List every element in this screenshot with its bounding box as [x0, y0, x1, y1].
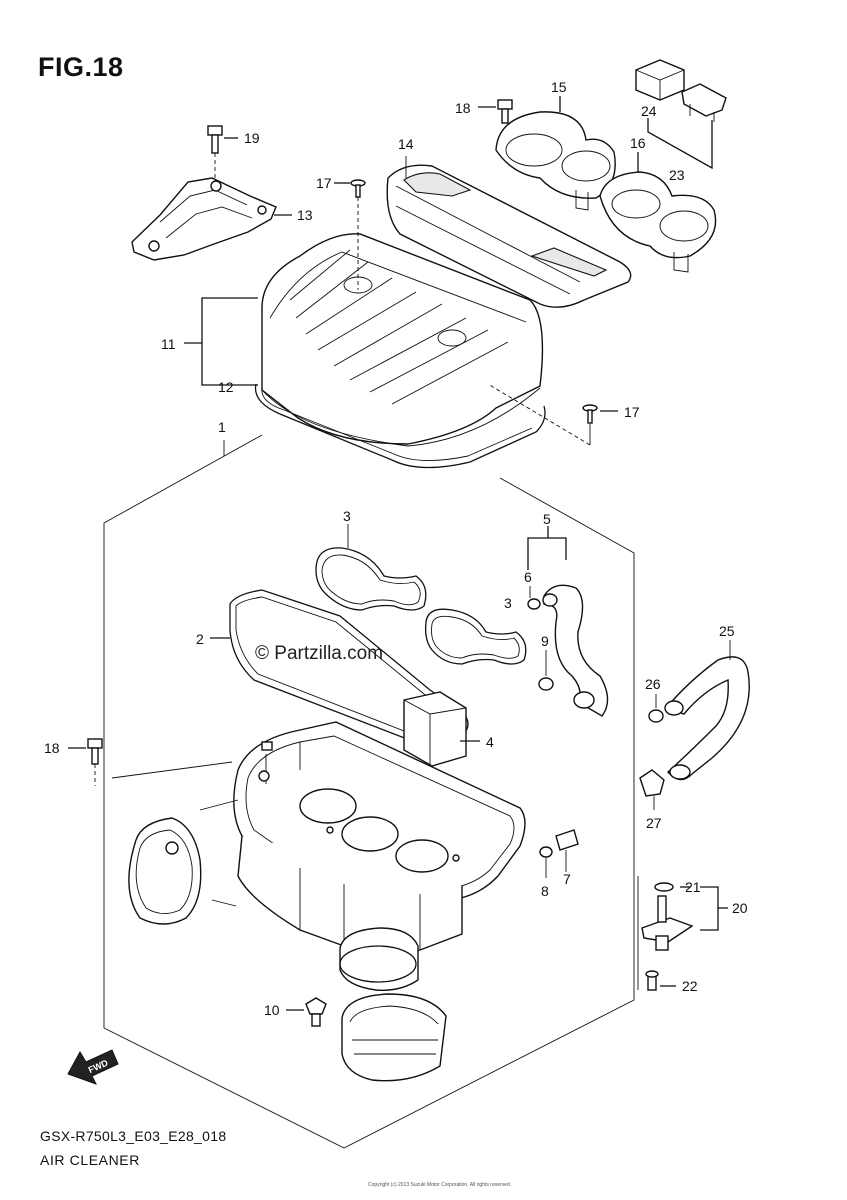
callout-3-left: 3 [343, 508, 351, 524]
lower-duct [339, 927, 447, 1082]
callout-5: 5 [543, 511, 551, 527]
fwd-arrow-icon: FWD [67, 1049, 119, 1085]
callout-14: 14 [398, 136, 414, 152]
callout-27: 27 [646, 815, 662, 831]
screw-17-lower [487, 383, 618, 446]
funnel-15 [495, 96, 616, 211]
callout-22: 22 [682, 978, 698, 994]
copyright-footer: Copyright (c) 2013 Suzuki Motor Corporat… [368, 1182, 512, 1188]
bracket-13 [131, 177, 292, 261]
callout-26: 26 [645, 676, 661, 692]
callout-16: 16 [630, 135, 646, 151]
callout-15: 15 [551, 79, 567, 95]
hose-5 [542, 584, 609, 717]
hose-7 [555, 829, 579, 872]
intake-funnel-left [111, 761, 239, 925]
seal-3-left [315, 524, 427, 611]
callout-13: 13 [297, 207, 313, 223]
callout-10: 10 [264, 1002, 280, 1018]
seal-3-right [424, 608, 527, 665]
callout-19: 19 [244, 130, 260, 146]
clamp-8 [539, 846, 553, 878]
callout-18-lower: 18 [44, 740, 60, 756]
callout-3-right: 3 [504, 595, 512, 611]
callout-7: 7 [563, 871, 571, 887]
partzilla-watermark: © Partzilla.com [255, 643, 384, 664]
cover-11 [261, 233, 544, 447]
filter-element-4 [403, 691, 480, 767]
inlet-duct-14 [386, 156, 632, 308]
screw-22 [645, 970, 676, 991]
bolt-19 [207, 125, 238, 178]
funnel-16 [599, 152, 717, 273]
air-cleaner-case [233, 721, 526, 955]
assembly-outline-1 [103, 434, 635, 1149]
clip-27 [639, 769, 665, 810]
connector-24 [635, 59, 685, 101]
callout-6: 6 [524, 569, 532, 585]
callout-23: 23 [669, 167, 685, 183]
callout-17-upper: 17 [316, 175, 332, 191]
sensor-23 [681, 83, 727, 122]
callout-12: 12 [218, 379, 234, 395]
callout-20: 20 [732, 900, 748, 916]
callout-2: 2 [196, 631, 204, 647]
callout-bracket-20-21 [680, 886, 728, 931]
clamp-6 [527, 586, 541, 610]
callout-4: 4 [486, 734, 494, 750]
gasket-12 [254, 383, 546, 469]
bolt-18-upper [478, 99, 513, 124]
diagram-code: GSX-R750L3_E03_E28_018 [40, 1128, 227, 1144]
valve-20 [641, 882, 694, 951]
callout-11: 11 [161, 336, 176, 352]
callout-bracket-11-12 [184, 297, 258, 386]
figure-title: FIG.18 [38, 52, 124, 82]
callout-18-upper: 18 [455, 100, 471, 116]
callout-21: 21 [685, 879, 701, 895]
callout-1: 1 [218, 419, 226, 435]
bolt-10 [286, 997, 327, 1027]
diagram-caption: AIR CLEANER [40, 1152, 140, 1168]
clamp-26 [648, 694, 664, 723]
callout-9: 9 [541, 633, 549, 649]
callout-bracket-5 [527, 526, 567, 570]
screw-17-upper [334, 179, 366, 290]
callout-24: 24 [641, 103, 657, 119]
callout-25: 25 [719, 623, 735, 639]
hose-25 [664, 640, 750, 781]
bolt-18-lower [68, 738, 103, 786]
callout-8: 8 [541, 883, 549, 899]
callout-bracket-23-24 [647, 118, 713, 170]
clamp-9 [538, 650, 554, 691]
callout-17-lower: 17 [624, 404, 640, 420]
